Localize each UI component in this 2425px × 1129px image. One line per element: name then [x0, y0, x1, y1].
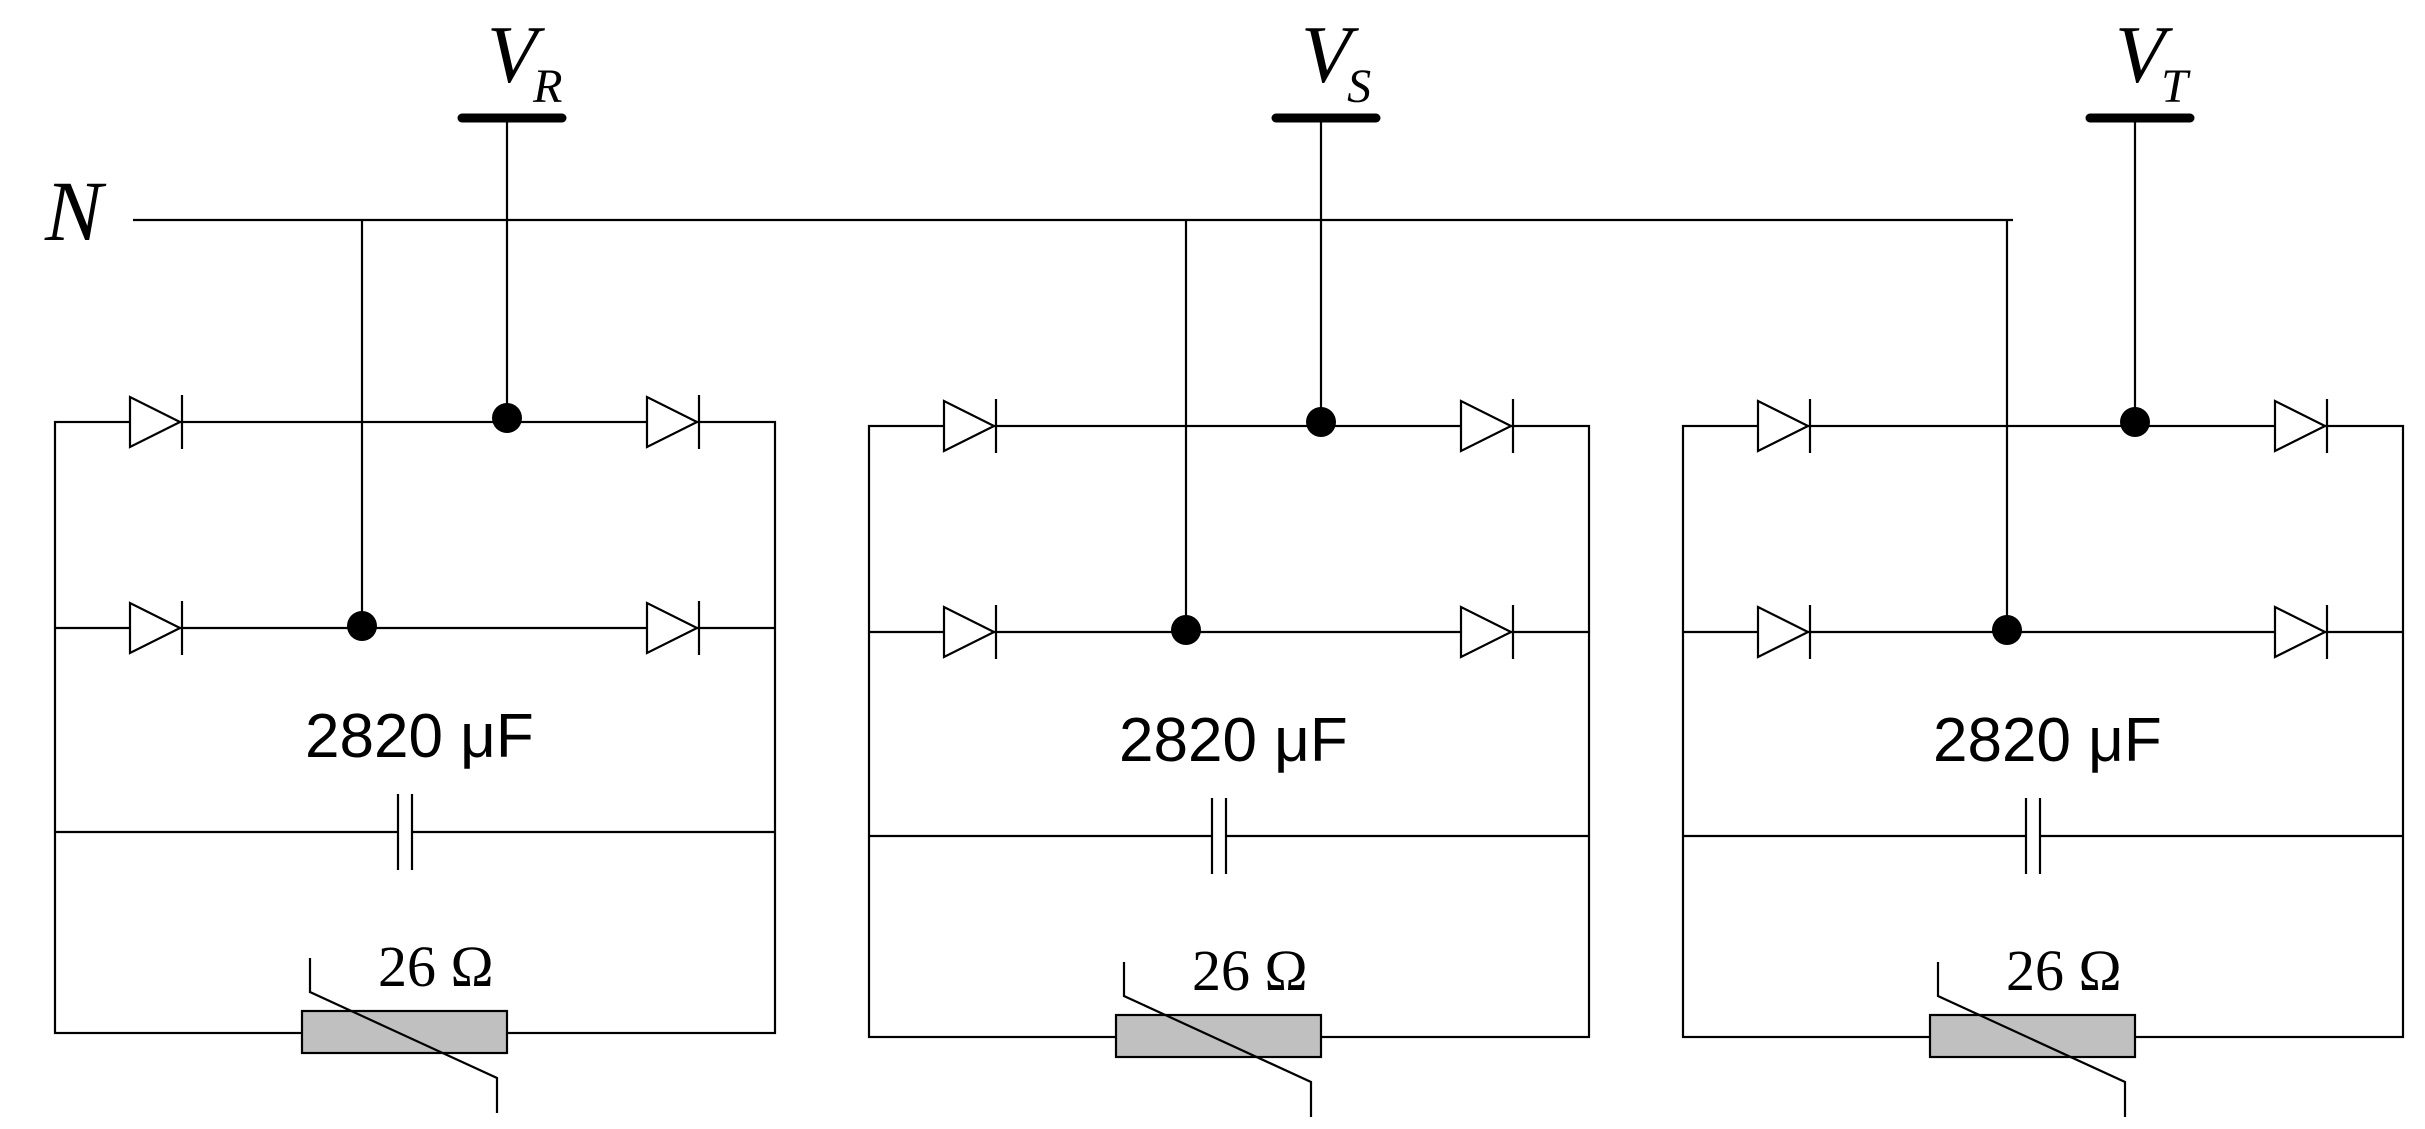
phase-label-subscript: S — [1347, 60, 1371, 113]
rectifier-module-3: VT 2820 μF 26 Ω — [1681, 9, 2405, 1117]
phase-label-letter: V — [487, 9, 545, 100]
phase-label: VR — [487, 9, 562, 113]
phase-junction-node — [2120, 407, 2150, 437]
neutral-junction-node — [347, 611, 377, 641]
neutral-junction-node — [1992, 615, 2022, 645]
diode-icon — [942, 399, 997, 453]
varistor-label: 26 Ω — [378, 934, 494, 999]
phase-label-letter: V — [2115, 9, 2173, 100]
varistor-label: 26 Ω — [2006, 938, 2122, 1003]
diode-icon — [1459, 399, 1514, 453]
varistor — [1928, 1013, 2137, 1059]
phase-junction-node — [492, 403, 522, 433]
varistor-slash — [308, 958, 499, 1113]
phase-label-letter: V — [1301, 9, 1359, 100]
varistor-label: 26 Ω — [1192, 938, 1308, 1003]
diode-icon — [128, 601, 183, 655]
diode-icon — [942, 605, 997, 659]
diode-icon — [128, 395, 183, 449]
diode-icon — [1459, 605, 1514, 659]
rectifier-module-2: VS 2820 μF 26 Ω — [867, 9, 1591, 1117]
phase-label: VT — [2115, 9, 2191, 113]
varistor-slash — [1122, 962, 1313, 1117]
phase-junction-node — [1306, 407, 1336, 437]
phase-label: VS — [1301, 9, 1371, 113]
diode-icon — [1756, 399, 1811, 453]
varistor — [300, 1009, 509, 1055]
varistor-slash — [1936, 962, 2127, 1117]
phase-label-subscript: T — [2161, 60, 2191, 113]
neutral-junction-node — [1171, 615, 1201, 645]
diode-icon — [1756, 605, 1811, 659]
diode-icon — [2273, 399, 2328, 453]
diode-icon — [645, 601, 700, 655]
varistor — [1114, 1013, 1323, 1059]
phase-label-subscript: R — [532, 60, 562, 113]
neutral-label: N — [44, 163, 107, 259]
capacitor-label: 2820 μF — [1119, 706, 1348, 775]
diode-icon — [2273, 605, 2328, 659]
rectifier-module-1: VR 2820 μF 26 Ω — [53, 9, 777, 1113]
diode-icon — [645, 395, 700, 449]
capacitor-label: 2820 μF — [1933, 706, 2162, 775]
capacitor-label: 2820 μF — [305, 702, 534, 771]
